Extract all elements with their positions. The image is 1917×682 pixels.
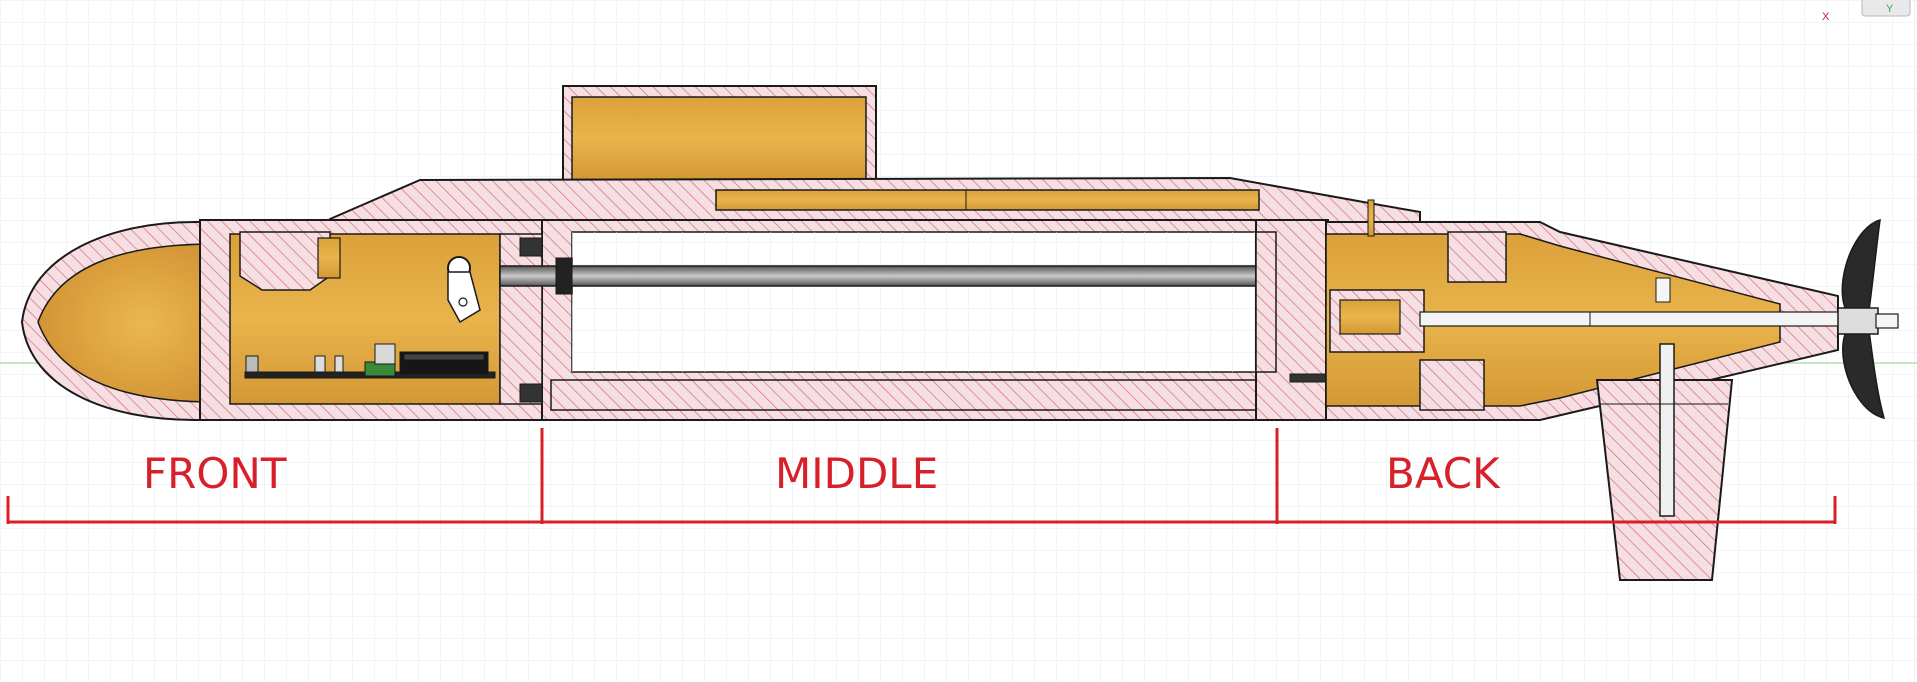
electronics-board — [244, 343, 496, 379]
view-axis-y: Y — [1886, 3, 1894, 15]
view-cube[interactable]: X Y — [1822, 0, 1911, 23]
propeller-icon — [1837, 218, 1899, 420]
tail-rudder — [1595, 343, 1734, 581]
label-middle: MIDDLE — [775, 449, 938, 498]
front-section — [199, 219, 543, 421]
label-front: FRONT — [143, 449, 287, 498]
submarine-cross-section — [20, 85, 1899, 581]
label-back: BACK — [1386, 449, 1501, 498]
deck-battery-tray — [715, 189, 1260, 211]
nose-cone — [20, 221, 231, 421]
view-axis-x: X — [1822, 11, 1830, 23]
section-annotations — [6, 428, 1837, 524]
conning-tower — [562, 85, 877, 181]
middle-hull — [540, 219, 1329, 421]
